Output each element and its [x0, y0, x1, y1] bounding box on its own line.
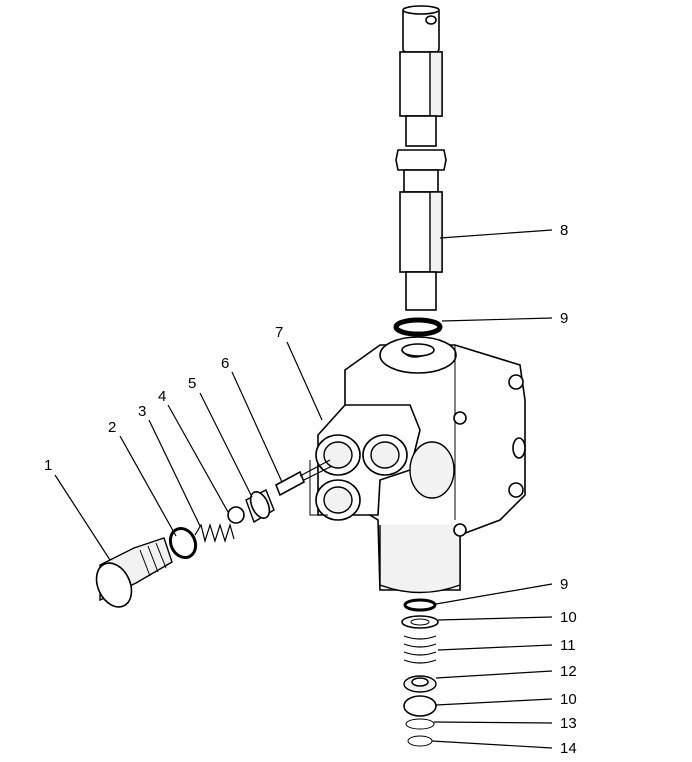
callout-13: 13 — [560, 715, 577, 732]
cap-part-1 — [95, 537, 173, 608]
pin-part-6 — [274, 459, 333, 497]
callout-2: 2 — [108, 419, 116, 436]
washer-part-10-lower — [403, 695, 437, 717]
valve-body-part-7 — [309, 336, 526, 594]
washer-part-12 — [403, 675, 437, 693]
washer-part-10-upper — [401, 615, 439, 629]
o-ring-part-9-upper — [393, 317, 443, 337]
retaining-ring-part-13 — [405, 718, 435, 730]
callout-10-lower: 10 — [560, 691, 577, 708]
callout-14: 14 — [560, 740, 577, 757]
callout-9-upper: 9 — [560, 310, 568, 327]
leader-lines — [54, 229, 553, 749]
callout-7: 7 — [275, 324, 283, 341]
callout-1: 1 — [44, 457, 52, 474]
callout-5: 5 — [188, 375, 196, 392]
o-ring-part-9-lower — [403, 598, 437, 612]
callout-6: 6 — [221, 355, 229, 372]
callout-4: 4 — [158, 388, 166, 405]
clip-part-14 — [407, 735, 433, 747]
poppet-part-5 — [245, 489, 275, 524]
o-ring-part-2 — [168, 526, 198, 560]
callout-3: 3 — [138, 403, 146, 420]
callout-9-lower: 9 — [560, 576, 568, 593]
spring-part-3 — [194, 522, 235, 544]
callout-12: 12 — [560, 663, 577, 680]
spool-part-8 — [395, 5, 447, 311]
callout-11: 11 — [560, 637, 576, 654]
callout-10-upper: 10 — [560, 609, 577, 626]
ball-part-4 — [227, 506, 245, 524]
callout-8: 8 — [560, 222, 568, 239]
spring-part-11 — [403, 635, 437, 664]
callout-labels: 1 2 3 4 5 6 7 8 9 9 10 11 12 10 13 14 — [44, 222, 577, 757]
